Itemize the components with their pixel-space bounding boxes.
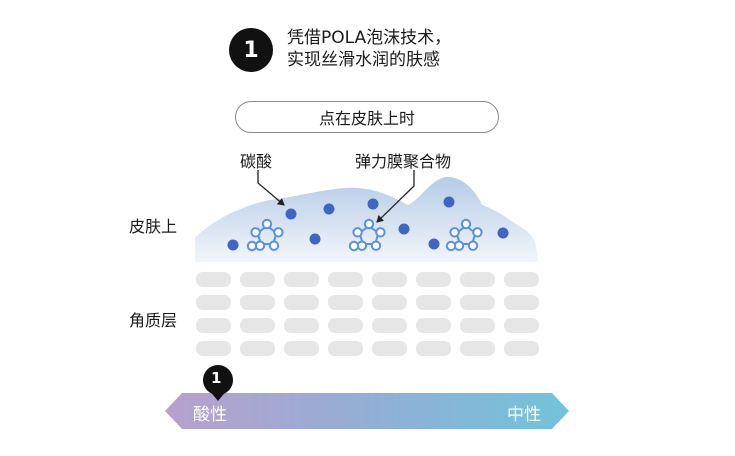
- step-line-2: 实现丝滑水润的肤感: [287, 50, 440, 70]
- step-number-badge: 1: [229, 28, 273, 72]
- condition-label: 点在皮肤上时: [318, 109, 415, 128]
- neutral-label: 中性: [507, 405, 541, 425]
- elastic-film-label: 弹力膜聚合物: [355, 152, 452, 171]
- elastic-film-pointer: [376, 170, 415, 223]
- acidic-label: 酸性: [193, 405, 227, 425]
- stratum-corneum-label: 角质层: [129, 311, 178, 330]
- polymer-molecule-icon: [246, 218, 284, 252]
- ph-marker-number: 1: [211, 369, 222, 387]
- skin-surface-label: 皮肤上: [129, 217, 178, 236]
- carbonic-pointer: [257, 170, 285, 206]
- polymer-molecule-icon: [445, 218, 483, 252]
- polymer-molecule-icon: [348, 218, 386, 252]
- step-line-1: 凭借POLA泡沫技术，: [287, 28, 452, 48]
- stratum-corneum-cells: [196, 272, 539, 356]
- ph-marker-icon: [203, 365, 233, 401]
- carbonic-acid-label: 碳酸: [240, 152, 273, 171]
- step-description: 凭借POLA泡沫技术， 实现丝滑水润的肤感: [287, 27, 451, 71]
- step-number: 1: [243, 37, 259, 63]
- carbonic-acid-dots: [227, 196, 509, 251]
- condition-pill: 点在皮肤上时: [235, 101, 499, 133]
- ph-gradient-bar: [165, 393, 569, 429]
